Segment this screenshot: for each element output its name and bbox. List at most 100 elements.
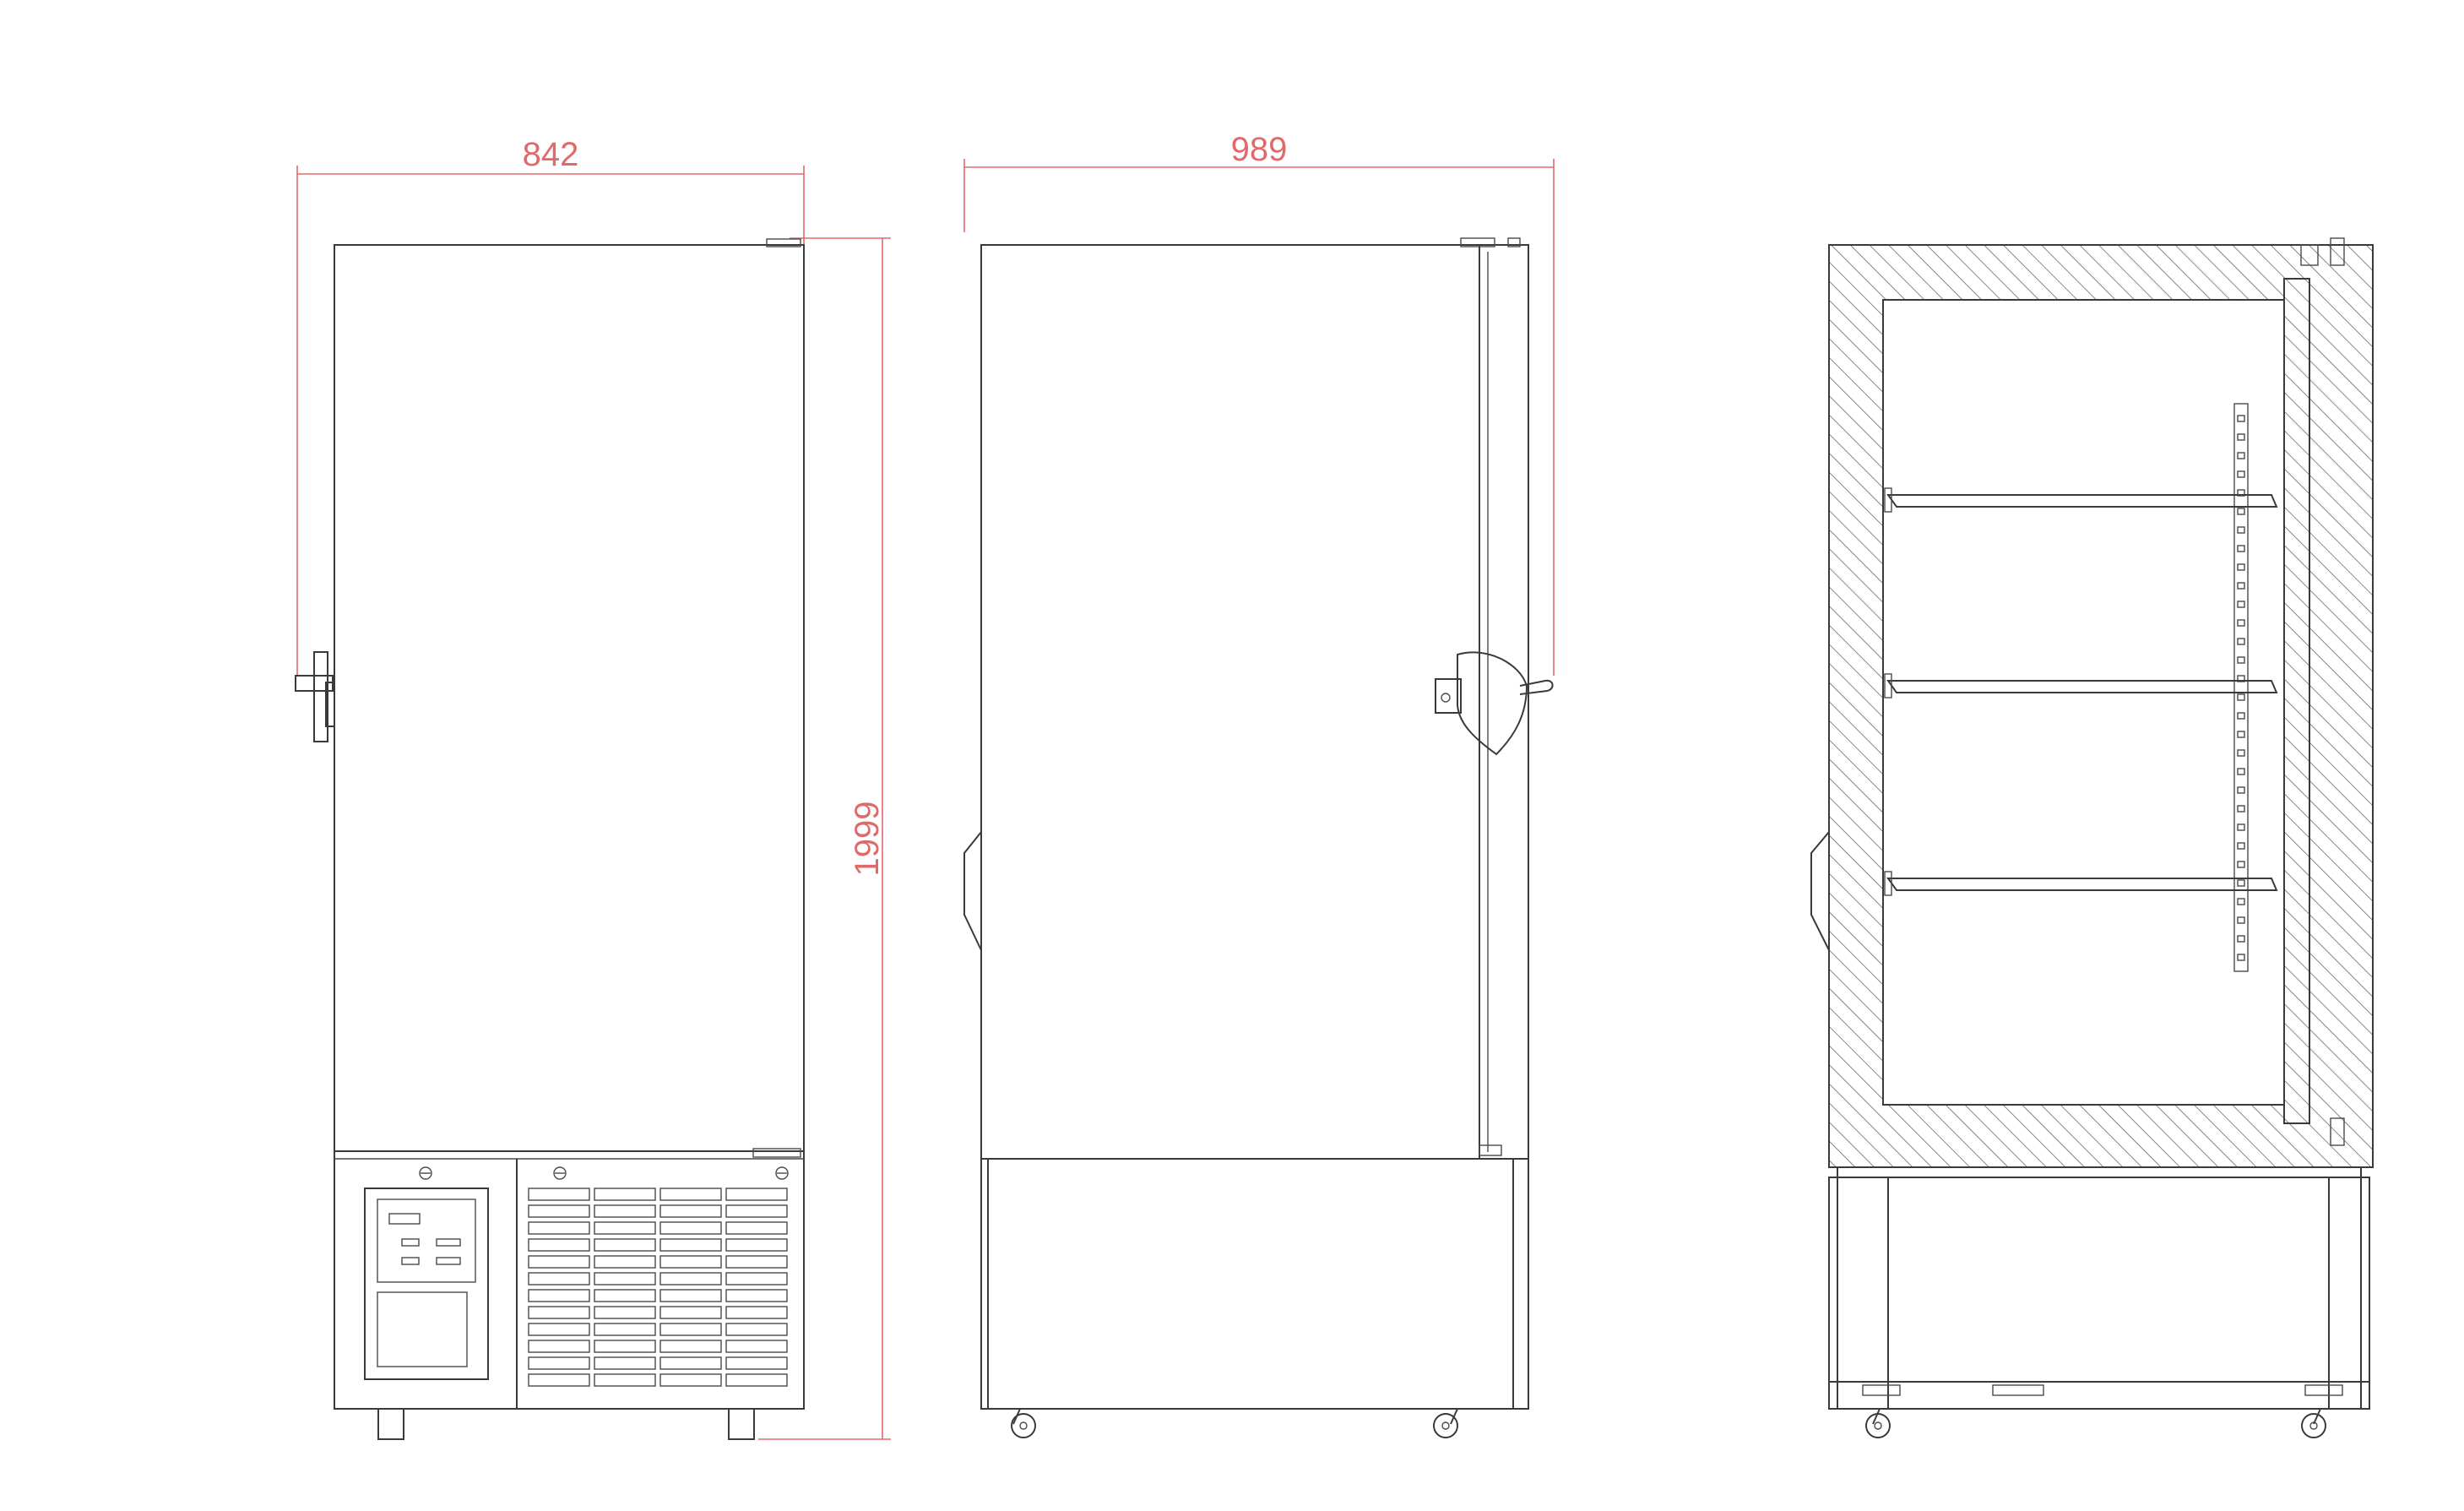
vent-slot xyxy=(528,1204,590,1218)
vent-slot xyxy=(594,1238,656,1252)
vent-slot xyxy=(659,1204,722,1218)
rail-slot xyxy=(2237,452,2245,459)
vent-slot xyxy=(594,1289,656,1302)
vent-slot xyxy=(528,1255,590,1269)
vent-slot xyxy=(725,1323,788,1336)
control-panel[interactable] xyxy=(364,1188,489,1380)
vent-slot xyxy=(528,1373,590,1387)
vent-slot xyxy=(725,1340,788,1353)
rail-slot xyxy=(2237,861,2245,868)
rail-slot xyxy=(2237,768,2245,775)
vent-slot xyxy=(659,1356,722,1370)
vent-slot xyxy=(725,1255,788,1269)
rail-slot xyxy=(2237,749,2245,757)
rail-slot xyxy=(2237,823,2245,831)
rail-slot xyxy=(2237,563,2245,571)
rail-slot xyxy=(2237,842,2245,850)
vent-slot xyxy=(725,1373,788,1387)
shelf-2 xyxy=(1884,673,2278,698)
side-base xyxy=(980,1158,1529,1410)
vent-slot xyxy=(528,1306,590,1319)
rail-slot xyxy=(2237,879,2245,887)
shelf-3 xyxy=(1884,871,2278,896)
rail-slot xyxy=(2237,415,2245,422)
vent-slot xyxy=(594,1323,656,1336)
vent-slot xyxy=(659,1373,722,1387)
vent-slot xyxy=(594,1255,656,1269)
front-view: 842 1999 xyxy=(295,136,891,1440)
vent-slot xyxy=(528,1221,590,1235)
vent-slot xyxy=(659,1238,722,1252)
vent-slot xyxy=(725,1306,788,1319)
top-hinge xyxy=(766,238,801,247)
vent-slot xyxy=(725,1188,788,1201)
rail-slot xyxy=(2237,712,2245,720)
section-casters xyxy=(1865,1408,2326,1438)
rail-slot xyxy=(2237,508,2245,515)
side-handle[interactable] xyxy=(1435,651,1554,756)
vent-slot xyxy=(594,1221,656,1235)
depth-dimension: 989 xyxy=(963,131,1555,676)
panel-lower-window xyxy=(377,1291,468,1367)
door-handle[interactable] xyxy=(295,651,335,742)
rail-slot xyxy=(2237,470,2245,478)
rail-slot xyxy=(2237,786,2245,794)
insulated-walls xyxy=(1828,244,2374,1168)
width-dimension: 842 xyxy=(296,136,805,676)
vent-slot xyxy=(659,1272,722,1285)
rail-slot xyxy=(2237,656,2245,664)
side-casters xyxy=(1011,1408,1458,1438)
rail-slot xyxy=(2237,693,2245,701)
width-dimension-label: 842 xyxy=(523,136,579,173)
rail-slot xyxy=(2237,935,2245,943)
vent-slot xyxy=(594,1188,656,1201)
vent-slot xyxy=(594,1373,656,1387)
vent-slot xyxy=(659,1221,722,1235)
vent-slot xyxy=(659,1306,722,1319)
section-base-frame xyxy=(1828,1166,2370,1410)
rail-slot xyxy=(2237,916,2245,924)
vent-grille xyxy=(528,1188,788,1387)
vent-slot xyxy=(725,1272,788,1285)
vent-slot xyxy=(659,1255,722,1269)
vent-slot xyxy=(659,1323,722,1336)
vent-slot xyxy=(594,1204,656,1218)
height-dimension-label: 1999 xyxy=(849,802,886,877)
side-back-bracket xyxy=(963,831,982,951)
vent-slot xyxy=(528,1188,590,1201)
rail-slot xyxy=(2237,601,2245,608)
vent-slot xyxy=(659,1289,722,1302)
vent-slot xyxy=(528,1323,590,1336)
vent-slot xyxy=(528,1238,590,1252)
vent-slot xyxy=(594,1272,656,1285)
front-cabinet-outline xyxy=(334,244,805,1410)
vent-slot xyxy=(528,1272,590,1285)
screws xyxy=(419,1166,789,1180)
vent-slot xyxy=(528,1356,590,1370)
height-dimension: 1999 xyxy=(758,237,891,1440)
display-screen xyxy=(388,1213,421,1225)
vent-slot xyxy=(725,1289,788,1302)
vent-slot xyxy=(725,1221,788,1235)
rail-slot xyxy=(2237,619,2245,627)
rail-slot xyxy=(2237,638,2245,645)
front-casters xyxy=(377,1408,755,1440)
vent-slot xyxy=(594,1340,656,1353)
section-back-bracket xyxy=(1810,831,1830,951)
rail-slot xyxy=(2237,433,2245,441)
vent-slot xyxy=(659,1340,722,1353)
depth-dimension-label: 989 xyxy=(1231,131,1288,168)
rail-slot xyxy=(2237,545,2245,552)
section-view xyxy=(1810,237,2374,1438)
door-profile xyxy=(1479,244,1529,1160)
rail-slot xyxy=(2237,526,2245,534)
vent-slot xyxy=(659,1188,722,1201)
vent-slot xyxy=(725,1204,788,1218)
shelf-rail xyxy=(2233,403,2249,972)
side-view: 989 xyxy=(963,131,1555,1438)
rail-slot xyxy=(2237,582,2245,590)
vent-slot xyxy=(594,1306,656,1319)
rail-slot xyxy=(2237,954,2245,961)
bottom-hinge xyxy=(752,1148,801,1158)
